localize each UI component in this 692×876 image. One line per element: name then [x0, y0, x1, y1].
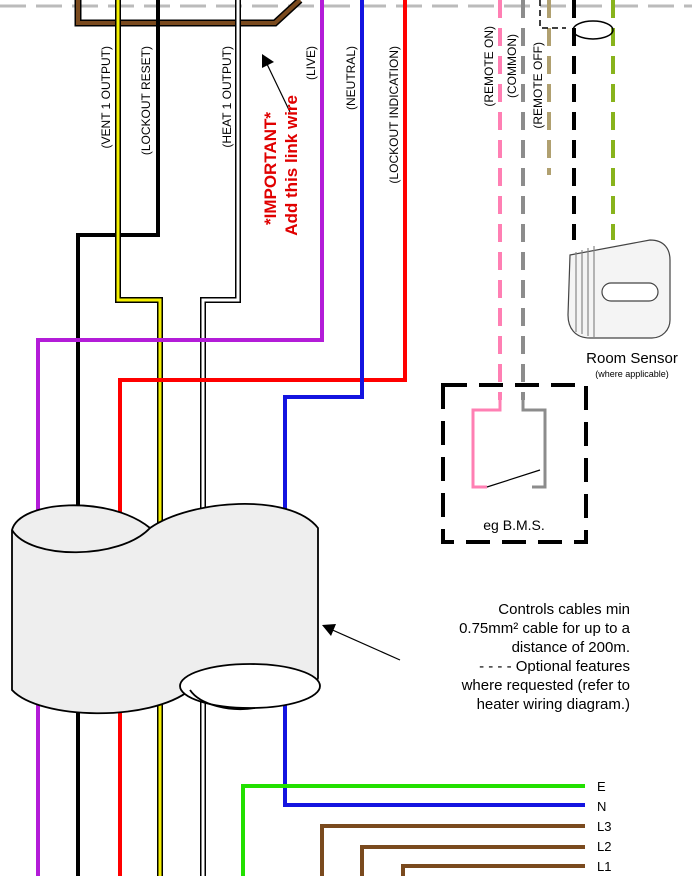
important-arrow — [262, 54, 291, 113]
controls-note-line: 0.75mm² cable for up to a — [459, 620, 630, 637]
terminal-n: N — [597, 799, 606, 814]
controls-note-line: distance of 200m. — [511, 639, 630, 656]
remote-wires — [498, 0, 551, 400]
room-sensor-icon — [567, 239, 671, 339]
label-remote-on: (REMOTE ON) — [482, 26, 496, 107]
label-heat1-output: (HEAT 1 OUTPUT) — [220, 46, 234, 148]
white-wire — [200, 0, 241, 876]
controls-note-arrow — [322, 624, 401, 661]
terminal-l2: L2 — [597, 839, 611, 854]
terminal-l1: L1 — [597, 859, 611, 874]
bms-box — [441, 383, 588, 544]
controls-note-line: heater wiring diagram.) — [476, 696, 630, 713]
purple-wire — [36, 0, 324, 876]
yellow-wire — [115, 0, 163, 876]
important-note-line2: Add this link wire — [282, 95, 301, 236]
cable-sleeve — [11, 503, 321, 715]
room-sensor-subtitle: (where applicable) — [595, 369, 669, 379]
blue-wire — [283, 0, 585, 807]
label-live: (LIVE) — [304, 46, 318, 80]
label-neutral: (NEUTRAL) — [344, 46, 358, 110]
terminal-e: E — [597, 779, 606, 794]
controls-note-line: Controls cables min — [498, 601, 630, 618]
important-note-line1: *IMPORTANT* — [261, 112, 280, 225]
room-sensor-cable — [539, 0, 615, 240]
label-lockout-indication: (LOCKOUT INDICATION) — [387, 46, 401, 184]
terminal-l3: L3 — [597, 819, 611, 834]
brown-link-wire — [74, 0, 303, 27]
controls-note-line: where requested (refer to — [461, 677, 630, 694]
label-remote-off: (REMOTE OFF) — [531, 42, 545, 129]
controls-cable-note: Controls cables min 0.75mm² cable for up… — [360, 600, 630, 714]
bms-label: eg B.M.S. — [483, 517, 544, 533]
label-common: (COMMON) — [505, 34, 519, 98]
controls-note-line: - - - - Optional features — [479, 658, 630, 675]
label-vent1-output: (VENT 1 OUTPUT) — [99, 46, 113, 148]
room-sensor-title: Room Sensor — [586, 350, 678, 367]
supply-wires — [241, 784, 585, 876]
label-lockout-reset: (LOCKOUT RESET) — [139, 46, 153, 155]
bms-switch-contact — [486, 469, 541, 488]
